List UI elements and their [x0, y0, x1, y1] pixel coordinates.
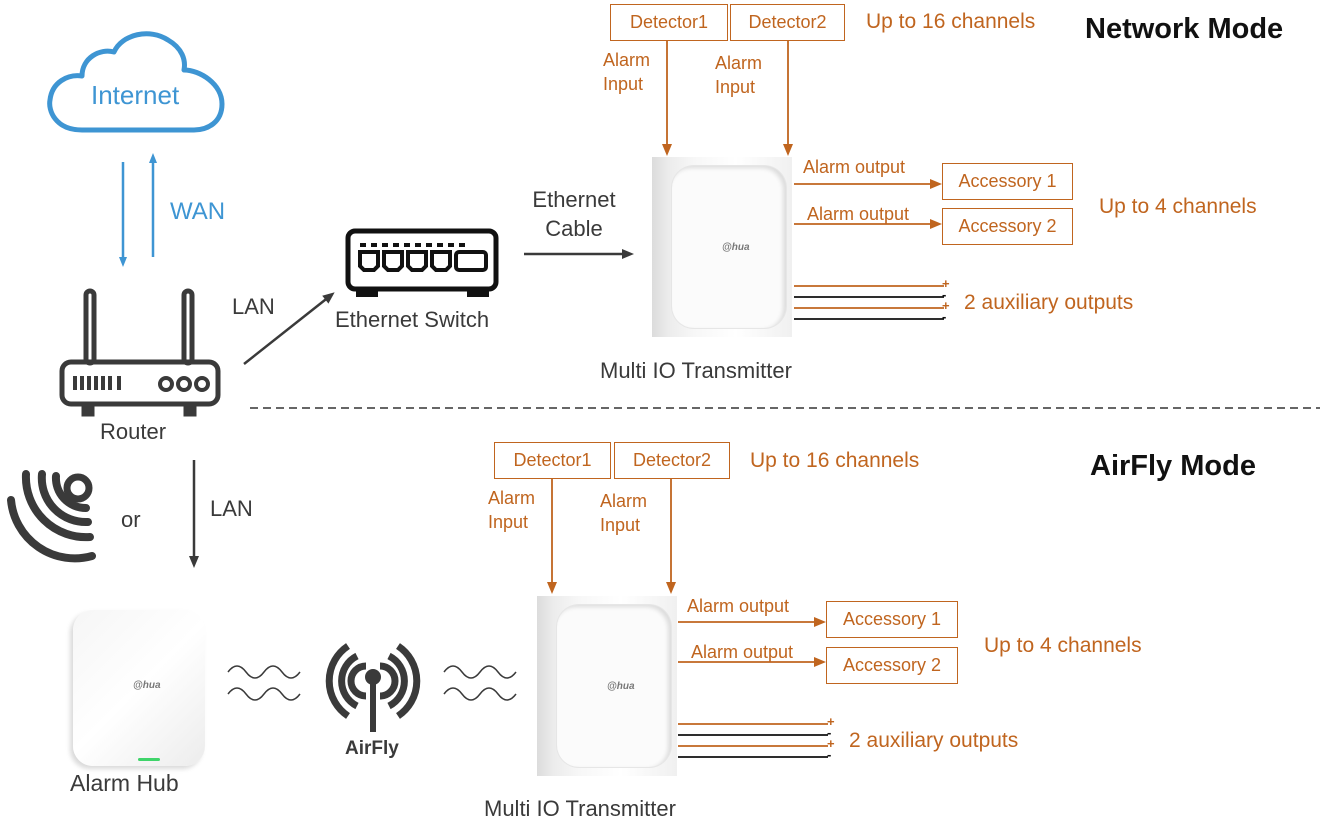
af-detectors-note: Up to 16 channels	[750, 449, 920, 472]
polarity-minus: -	[942, 287, 947, 302]
af-transmitter-label: Multi IO Transmitter	[484, 796, 676, 821]
ethernet-cable-label: Ethernet Cable	[522, 185, 626, 243]
alarm-input-line2: Input	[715, 77, 756, 97]
router-ports	[158, 376, 210, 392]
af-aux-polarity: + - + -	[827, 714, 835, 762]
router-label: Router	[100, 419, 167, 444]
nm-detector1-box: Detector1	[610, 4, 728, 41]
af-accessories-note: Up to 4 channels	[984, 634, 1142, 657]
ethernet-cable-label-line1: Ethernet	[532, 187, 616, 212]
alarm-input-line2: Input	[603, 74, 644, 94]
alarm-hub-label: Alarm Hub	[70, 770, 179, 796]
nm-aux-note: 2 auxiliary outputs	[964, 291, 1134, 314]
nm-accessories-note: Up to 4 channels	[1099, 195, 1257, 218]
nm-alarm-input-2-label: Alarm Input	[715, 51, 762, 99]
alarm-input-line2: Input	[600, 515, 641, 535]
af-detector2-box: Detector2	[614, 442, 730, 479]
ethernet-switch-label: Ethernet Switch	[335, 307, 490, 332]
af-transmitter-logo: @hua	[607, 681, 635, 692]
polarity-plus: +	[827, 714, 835, 729]
alarm-hub-image: @hua	[73, 610, 205, 766]
nm-accessory1-box: Accessory 1	[942, 163, 1073, 200]
hub-logo: @hua	[133, 680, 161, 691]
alarm-input-line1: Alarm	[603, 50, 651, 70]
ethernet-cable-label-line2: Cable	[545, 216, 603, 241]
nm-detectors-note: Up to 16 channels	[866, 10, 1036, 33]
af-aux-lines	[678, 723, 828, 758]
af-alarm-input-2-label: Alarm Input	[600, 489, 647, 537]
nm-detector2-box: Detector2	[730, 4, 845, 41]
af-alarm-output-2-label: Alarm output	[691, 642, 794, 662]
nm-alarm-input-1-label: Alarm Input	[603, 48, 650, 96]
alarm-input-line1: Alarm	[488, 488, 536, 508]
nm-accessory2-box: Accessory 2	[942, 208, 1073, 245]
alarm-input-line1: Alarm	[715, 53, 763, 73]
lan-to-switch-arrow	[243, 292, 335, 365]
router-icon	[59, 288, 221, 417]
wan-label: WAN	[170, 198, 226, 225]
nm-transmitter-logo: @hua	[722, 242, 750, 253]
airfly-antenna-dot	[365, 669, 381, 685]
airfly-mode-title: AirFly Mode	[1090, 450, 1256, 482]
polarity-plus: +	[942, 276, 950, 291]
cloud-icon	[47, 31, 225, 133]
network-mode-title: Network Mode	[1085, 13, 1284, 45]
polarity-minus: -	[942, 309, 947, 324]
polarity-minus: -	[827, 747, 832, 762]
polarity-plus: +	[942, 298, 950, 313]
nm-multi-io-transmitter-image: @hua	[652, 157, 792, 337]
af-alarm-output-1-label: Alarm output	[687, 596, 790, 616]
wireless-wave-right	[443, 665, 517, 701]
nm-aux-lines	[794, 285, 944, 320]
wireless-wave-left	[227, 665, 301, 701]
af-alarm-input-1-label: Alarm Input	[488, 486, 535, 534]
polarity-plus: +	[827, 736, 835, 751]
polarity-minus: -	[827, 725, 832, 740]
nm-alarm-output-1-label: Alarm output	[803, 157, 906, 177]
nm-aux-polarity: + - + -	[942, 276, 950, 324]
af-accessory2-box: Accessory 2	[826, 647, 958, 684]
airfly-label: AirFly	[345, 738, 399, 759]
router-led-bars	[73, 376, 121, 390]
wireless-signal-icon	[7, 470, 96, 563]
nm-alarm-output-2-label: Alarm output	[807, 204, 910, 224]
alarm-input-line1: Alarm	[600, 491, 648, 511]
internet-label: Internet	[91, 80, 180, 110]
af-aux-note: 2 auxiliary outputs	[849, 729, 1019, 752]
ethernet-switch-icon	[345, 228, 499, 297]
af-accessory1-box: Accessory 1	[826, 601, 958, 638]
hub-status-led	[138, 758, 160, 761]
af-multi-io-transmitter-image: @hua	[537, 596, 677, 776]
nm-transmitter-label: Multi IO Transmitter	[600, 358, 792, 383]
lan-label-bottom: LAN	[210, 496, 253, 521]
lan-label-top: LAN	[232, 294, 275, 319]
or-label: or	[121, 507, 141, 532]
alarm-input-line2: Input	[488, 512, 529, 532]
airfly-antenna-icon	[325, 643, 421, 732]
af-detector1-box: Detector1	[494, 442, 611, 479]
